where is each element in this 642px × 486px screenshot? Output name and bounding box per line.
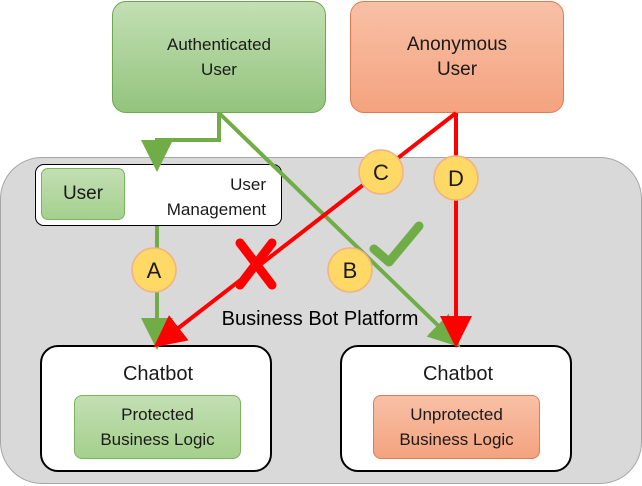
protected-logic-box: Protected Business Logic — [74, 395, 241, 459]
anonymous-user-box: Anonymous User — [350, 1, 564, 113]
path-label-b: B — [327, 247, 373, 293]
authenticated-user-box: Authenticated User — [112, 1, 326, 113]
anonymous-user-line1: Anonymous — [406, 34, 508, 55]
user-management-line1: User — [230, 175, 266, 194]
user-management-label: User Management — [140, 172, 266, 222]
blocked-cross-icon — [235, 238, 277, 290]
allowed-check-icon — [369, 221, 424, 267]
platform-label: Business Bot Platform — [221, 308, 419, 330]
path-label-d: D — [433, 155, 479, 201]
user-management-line2: Management — [166, 200, 266, 219]
authenticated-user-line1: Authenticated — [167, 35, 271, 54]
protected-logic-line2: Business Logic — [100, 430, 215, 449]
chatbot-title: Chatbot — [422, 363, 494, 385]
unprotected-logic-line2: Business Logic — [399, 430, 514, 449]
path-label-b-text: B — [343, 258, 358, 283]
authenticated-user-line2: User — [201, 60, 237, 79]
unprotected-logic-box: Unprotected Business Logic — [373, 395, 540, 459]
unprotected-logic-line1: Unprotected — [410, 405, 503, 424]
anon-to-protected-arrow — [153, 111, 458, 348]
anonymous-user-line2: User — [436, 59, 478, 80]
path-label-d-text: D — [448, 166, 464, 191]
path-label-a: A — [131, 247, 177, 293]
auth-to-unprotected-arrow — [217, 111, 461, 348]
auth-to-user-management-arrow — [141, 113, 221, 172]
user-chip: User — [41, 168, 125, 220]
path-label-c-text: C — [373, 160, 389, 185]
path-label-a-text: A — [147, 258, 162, 283]
protected-logic-line1: Protected — [121, 405, 194, 424]
chatbot-title: Chatbot — [122, 363, 194, 385]
path-label-c: C — [358, 149, 404, 195]
